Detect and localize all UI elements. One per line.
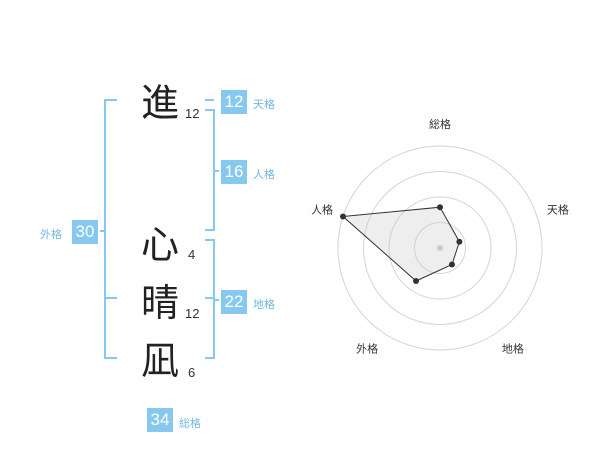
stroke-count-4: 6 [188,365,196,380]
soukaku-value: 34 [147,408,173,432]
stroke-count-3: 12 [185,306,200,321]
radar-ring-4 [337,145,543,351]
name-char-4: 凪 [141,339,180,383]
radar-point-3 [413,278,420,285]
name-char-3: 晴 [141,281,180,325]
soukaku-label: 総格 [179,417,201,430]
name-char-2: 心 [141,223,180,267]
gaikaku-label: 外格 [40,228,62,241]
stroke-count-2: 4 [188,247,196,262]
radar-point-2 [448,261,455,268]
name-char-1: 進 [141,81,180,125]
radar-ring-1 [414,222,466,274]
radar-axis-label: 人格 [311,203,333,217]
jinkaku-label: 人格 [253,168,275,181]
radar-center [437,245,443,251]
radar-point-0 [437,204,443,211]
radar-polygon [341,206,460,282]
radar-ring-2 [388,196,492,300]
radar-axis-label: 外格 [356,341,378,355]
radar-axis-label: 天格 [547,203,569,217]
radar-point-1 [456,238,463,245]
radar-point-4 [339,213,346,220]
chikaku-value: 22 [221,290,247,314]
tenkaku-label: 天格 [253,98,275,111]
jinkaku-value: 16 [221,160,247,184]
gaikaku-value: 30 [72,220,98,244]
tenkaku-value: 12 [221,90,247,114]
radar-ring-3 [363,171,517,325]
chikaku-label: 地格 [253,298,275,311]
stroke-count-1: 12 [185,106,200,121]
radar-axis-label: 地格 [502,341,524,355]
radar-axis-label: 総格 [429,117,451,131]
